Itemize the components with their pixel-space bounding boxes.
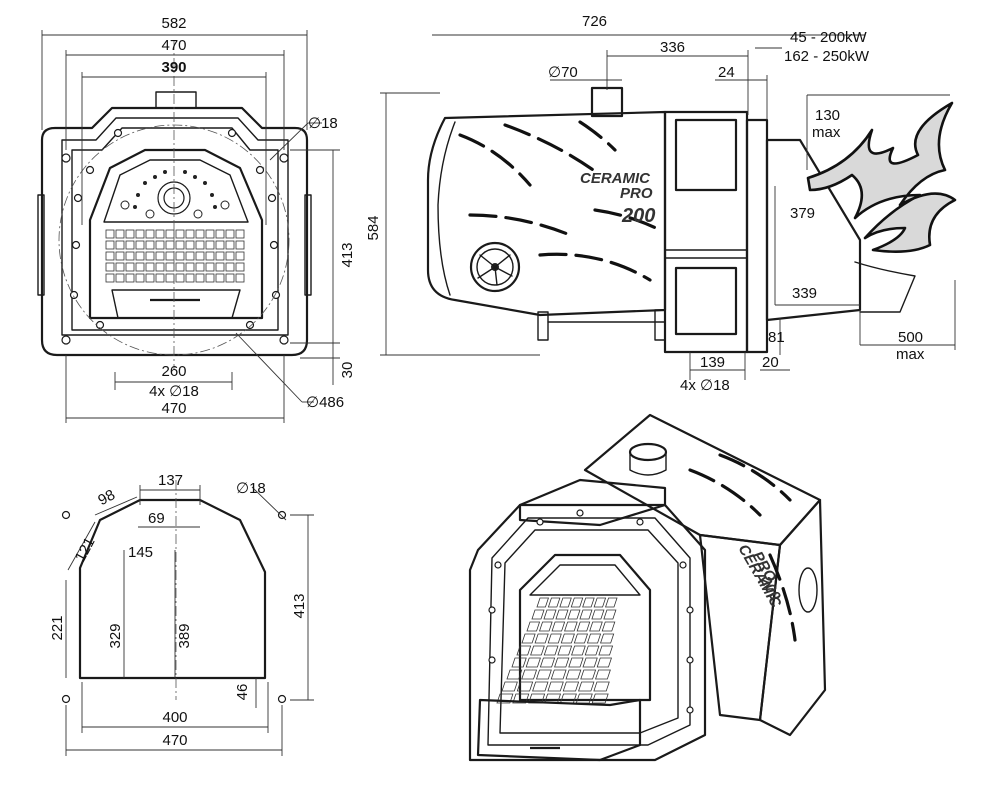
dim-379: 379 <box>790 205 815 222</box>
dim-390: 390 <box>161 59 186 76</box>
dim-70: ∅70 <box>548 64 578 81</box>
iso-housing-front <box>698 533 782 722</box>
iso-chamber-mouth <box>518 553 652 702</box>
dim-400: 400 <box>162 709 187 726</box>
front-grate-grid <box>105 229 245 283</box>
dim-470-top: 470 <box>161 37 186 54</box>
iso-housing-top <box>583 413 822 547</box>
dim-260: 260 <box>161 363 186 380</box>
dim-139: 139 <box>700 354 725 371</box>
dim-486: ∅486 <box>306 394 344 411</box>
iso-bolt-holes <box>488 509 694 714</box>
side-feeder-block <box>663 110 749 354</box>
dim-500: 500 <box>898 329 923 346</box>
side-housing-outline <box>426 110 667 317</box>
side-view: CERAMIC PRO 200 <box>365 13 957 394</box>
dim-339: 339 <box>792 285 817 302</box>
side-mounting-flange <box>745 118 769 354</box>
dim-18-front: ∅18 <box>308 115 338 132</box>
dim-413-flange: 413 <box>291 593 308 618</box>
dim-413-front: 413 <box>339 242 356 267</box>
side-flame <box>806 101 957 253</box>
front-ash-tray <box>111 289 241 319</box>
iso-front-flange <box>468 503 707 762</box>
dim-470-flange: 470 <box>162 732 187 749</box>
front-right-tab <box>304 194 312 296</box>
dim-329: 329 <box>107 623 124 648</box>
dim-221: 221 <box>49 615 66 640</box>
dim-470-bottom: 470 <box>161 400 186 417</box>
dim-24: 24 <box>718 64 735 81</box>
iso-flue-top <box>628 442 668 462</box>
dim-30: 30 <box>339 362 356 379</box>
flange-plate-view: 137 98 ∅18 69 121 145 221 329 389 413 46… <box>49 472 314 756</box>
dim-4x18-front: 4x ∅18 <box>149 383 199 400</box>
side-fan <box>469 241 521 293</box>
front-chamber-inner <box>103 159 249 223</box>
front-view: 582 470 390 ∅18 413 30 260 4x ∅18 470 ∅4… <box>37 15 356 423</box>
dim-18-flange: ∅18 <box>236 480 266 497</box>
side-burner-tube <box>765 138 862 322</box>
side-feeder-window-top <box>674 118 738 192</box>
front-flange-inner-1 <box>61 117 289 336</box>
front-left-tab <box>37 194 45 296</box>
dim-46: 46 <box>234 684 251 701</box>
dim-726: 726 <box>582 13 607 30</box>
dim-584: 584 <box>365 215 382 240</box>
front-flange-outline <box>40 106 309 357</box>
side-feeder-window-bottom <box>674 266 738 336</box>
isometric-view: CERAMIC PRO 200 <box>468 413 827 762</box>
dim-121: 121 <box>72 535 99 565</box>
dim-145: 145 <box>128 544 153 561</box>
front-flue-stub <box>155 91 197 109</box>
front-flange-inner-2 <box>71 127 279 331</box>
dim-69: 69 <box>148 510 165 527</box>
power-range-1: 45 - 200kW <box>790 29 868 46</box>
max-label-2: max <box>896 346 925 363</box>
side-brand-200: 200 <box>621 205 655 227</box>
iso-grate-grid <box>496 597 618 704</box>
dim-137: 137 <box>158 472 183 489</box>
dim-4x18-side: 4x ∅18 <box>680 377 730 394</box>
front-air-holes <box>120 170 230 219</box>
iso-ash-drawer <box>476 698 642 762</box>
front-bolt-holes <box>61 128 289 345</box>
dim-81: 81 <box>768 329 785 346</box>
side-flue <box>590 86 624 118</box>
dim-389: 389 <box>176 623 193 648</box>
side-brand-pro: PRO <box>620 185 653 202</box>
side-housing-front-curve <box>437 121 456 296</box>
dim-582: 582 <box>161 15 186 32</box>
dim-336: 336 <box>660 39 685 56</box>
side-brand-ceramic: CERAMIC <box>580 170 651 187</box>
dim-20: 20 <box>762 354 779 371</box>
dim-98: 98 <box>95 486 118 509</box>
max-label-1: max <box>812 124 841 141</box>
iso-housing-side <box>758 498 827 737</box>
power-range-2: 162 - 250kW <box>784 48 870 65</box>
dim-130: 130 <box>815 107 840 124</box>
